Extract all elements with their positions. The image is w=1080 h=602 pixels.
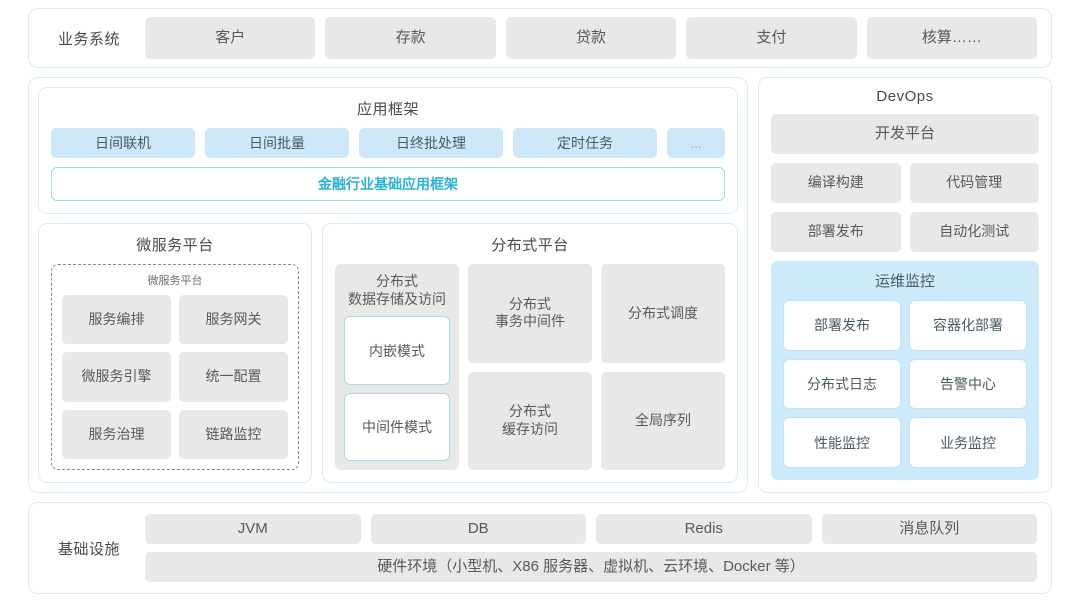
- devops-body: 开发平台 编译构建 代码管理 部署发布 自动化测试 运维监控 部署发布 容器化部…: [771, 114, 1039, 480]
- devops-column: DevOps 开发平台 编译构建 代码管理 部署发布 自动化测试 运维监控 部署…: [758, 77, 1052, 493]
- app-framework-item[interactable]: 日间批量: [205, 128, 349, 158]
- distributed-storage-modes: 内嵌模式 中间件模式: [344, 316, 450, 461]
- platform-column: 应用框架 日间联机 日间批量 日终批处理 定时任务 ... 金融行业基础应用框架…: [28, 77, 748, 493]
- cell-line1: 全局序列: [635, 412, 691, 428]
- app-framework-item[interactable]: 日间联机: [51, 128, 195, 158]
- infrastructure-item[interactable]: 消息队列: [821, 514, 1037, 544]
- microservice-platform-title: 微服务平台: [136, 237, 214, 254]
- ops-monitoring-item[interactable]: 容器化部署: [909, 300, 1027, 351]
- distributed-data-storage-title-line2: 数据存储及访问: [348, 291, 446, 308]
- business-system-item[interactable]: 贷款: [505, 17, 677, 59]
- infrastructure-item[interactable]: DB: [370, 514, 586, 544]
- ops-monitoring-grid: 部署发布 容器化部署 分布式日志 告警中心 性能监控 业务监控: [783, 300, 1027, 468]
- ops-monitoring-panel: 运维监控 部署发布 容器化部署 分布式日志 告警中心 性能监控 业务监控: [771, 261, 1039, 480]
- devops-item[interactable]: 代码管理: [909, 163, 1039, 203]
- infrastructure-item[interactable]: JVM: [145, 514, 361, 544]
- distributed-data-storage-title: 分布式 数据存储及访问: [344, 272, 450, 308]
- microservice-item[interactable]: 微服务引擎: [62, 352, 171, 402]
- microservice-item[interactable]: 服务治理: [62, 409, 171, 459]
- microservice-item[interactable]: 统一配置: [179, 352, 288, 402]
- middle-section: 应用框架 日间联机 日间批量 日终批处理 定时任务 ... 金融行业基础应用框架…: [28, 77, 1052, 493]
- business-systems-items: 客户 存款 贷款 支付 核算……: [145, 17, 1038, 59]
- distributed-items-grid: 分布式 数据存储及访问 内嵌模式 中间件模式 分布式 事务中间件: [335, 264, 725, 470]
- microservice-item[interactable]: 服务网关: [179, 295, 288, 345]
- infrastructure-items: JVM DB Redis 消息队列: [145, 514, 1037, 544]
- ops-monitoring-title: 运维监控: [874, 273, 935, 290]
- business-systems-section: 业务系统 客户 存款 贷款 支付 核算……: [28, 8, 1052, 68]
- ops-monitoring-item[interactable]: 性能监控: [783, 417, 901, 468]
- cell-line1: 分布式: [509, 403, 551, 420]
- financial-foundation-framework-bar[interactable]: 金融行业基础应用框架: [51, 167, 725, 201]
- cell-line2: 事务中间件: [495, 313, 565, 330]
- devops-title: DevOps: [876, 88, 934, 105]
- storage-mode-embedded[interactable]: 内嵌模式: [344, 316, 450, 385]
- app-framework-item[interactable]: 日终批处理: [359, 128, 503, 158]
- global-sequence-cell[interactable]: 全局序列: [601, 371, 725, 470]
- ops-monitoring-item[interactable]: 分布式日志: [783, 358, 901, 410]
- distributed-data-storage-cell[interactable]: 分布式 数据存储及访问 内嵌模式 中间件模式: [335, 264, 459, 470]
- cell-line1: 分布式调度: [628, 304, 698, 321]
- distributed-platform-panel: 分布式平台 分布式 数据存储及访问 内嵌模式 中间件模式: [322, 223, 738, 483]
- infrastructure-label: 基础设施: [57, 540, 120, 558]
- microservice-platform-panel: 微服务平台 微服务平台 服务编排 服务网关 微服务引擎 统一配置 服务治理 链路…: [38, 223, 312, 483]
- microservice-items-grid: 服务编排 服务网关 微服务引擎 统一配置 服务治理 链路监控: [62, 295, 288, 459]
- devops-item[interactable]: 部署发布: [771, 212, 901, 252]
- microservice-inner-dashed-box: 微服务平台 服务编排 服务网关 微服务引擎 统一配置 服务治理 链路监控: [51, 264, 299, 470]
- distributed-platform-title: 分布式平台: [491, 237, 569, 254]
- devops-item[interactable]: 编译构建: [771, 163, 901, 203]
- distributed-cache-access-cell[interactable]: 分布式 缓存访问: [468, 371, 592, 470]
- microservice-inner-title: 微服务平台: [147, 275, 203, 287]
- app-framework-items: 日间联机 日间批量 日终批处理 定时任务 ...: [51, 128, 725, 158]
- distributed-transaction-middleware-cell[interactable]: 分布式 事务中间件: [468, 264, 592, 363]
- distributed-scheduling-cell[interactable]: 分布式调度: [601, 264, 725, 363]
- business-system-item[interactable]: 存款: [325, 17, 496, 59]
- ops-monitoring-item[interactable]: 告警中心: [909, 358, 1027, 410]
- distributed-data-storage-title-line1: 分布式: [376, 273, 418, 289]
- devops-items-grid: 编译构建 代码管理 部署发布 自动化测试: [771, 163, 1039, 252]
- infrastructure-content: JVM DB Redis 消息队列 硬件环境（小型机、X86 服务器、虚拟机、云…: [145, 514, 1037, 582]
- cell-line1: 分布式: [509, 295, 551, 312]
- ops-monitoring-item[interactable]: 部署发布: [783, 300, 901, 351]
- app-framework-more-item[interactable]: ...: [667, 128, 725, 158]
- app-framework-item[interactable]: 定时任务: [513, 128, 657, 158]
- platform-lower-row: 微服务平台 微服务平台 服务编排 服务网关 微服务引擎 统一配置 服务治理 链路…: [38, 223, 738, 483]
- infrastructure-item[interactable]: Redis: [596, 514, 812, 544]
- business-system-item[interactable]: 支付: [686, 17, 857, 59]
- infrastructure-section: 基础设施 JVM DB Redis 消息队列 硬件环境（小型机、X86 服务器、…: [28, 502, 1052, 594]
- microservice-item[interactable]: 链路监控: [179, 409, 288, 459]
- app-framework-title: 应用框架: [356, 101, 419, 118]
- business-system-item[interactable]: 客户: [145, 17, 316, 59]
- business-system-item[interactable]: 核算……: [866, 17, 1038, 59]
- devops-panel: DevOps 开发平台 编译构建 代码管理 部署发布 自动化测试 运维监控 部署…: [758, 77, 1052, 493]
- devops-dev-platform-item[interactable]: 开发平台: [771, 114, 1039, 154]
- microservice-item[interactable]: 服务编排: [62, 295, 171, 345]
- storage-mode-middleware[interactable]: 中间件模式: [344, 392, 450, 461]
- hardware-environment-bar[interactable]: 硬件环境（小型机、X86 服务器、虚拟机、云环境、Docker 等）: [145, 552, 1037, 582]
- ops-monitoring-item[interactable]: 业务监控: [909, 417, 1027, 468]
- business-systems-label: 业务系统: [57, 30, 120, 48]
- devops-item[interactable]: 自动化测试: [909, 212, 1039, 252]
- cell-line2: 缓存访问: [502, 420, 558, 437]
- app-framework-panel: 应用框架 日间联机 日间批量 日终批处理 定时任务 ... 金融行业基础应用框架: [38, 87, 738, 214]
